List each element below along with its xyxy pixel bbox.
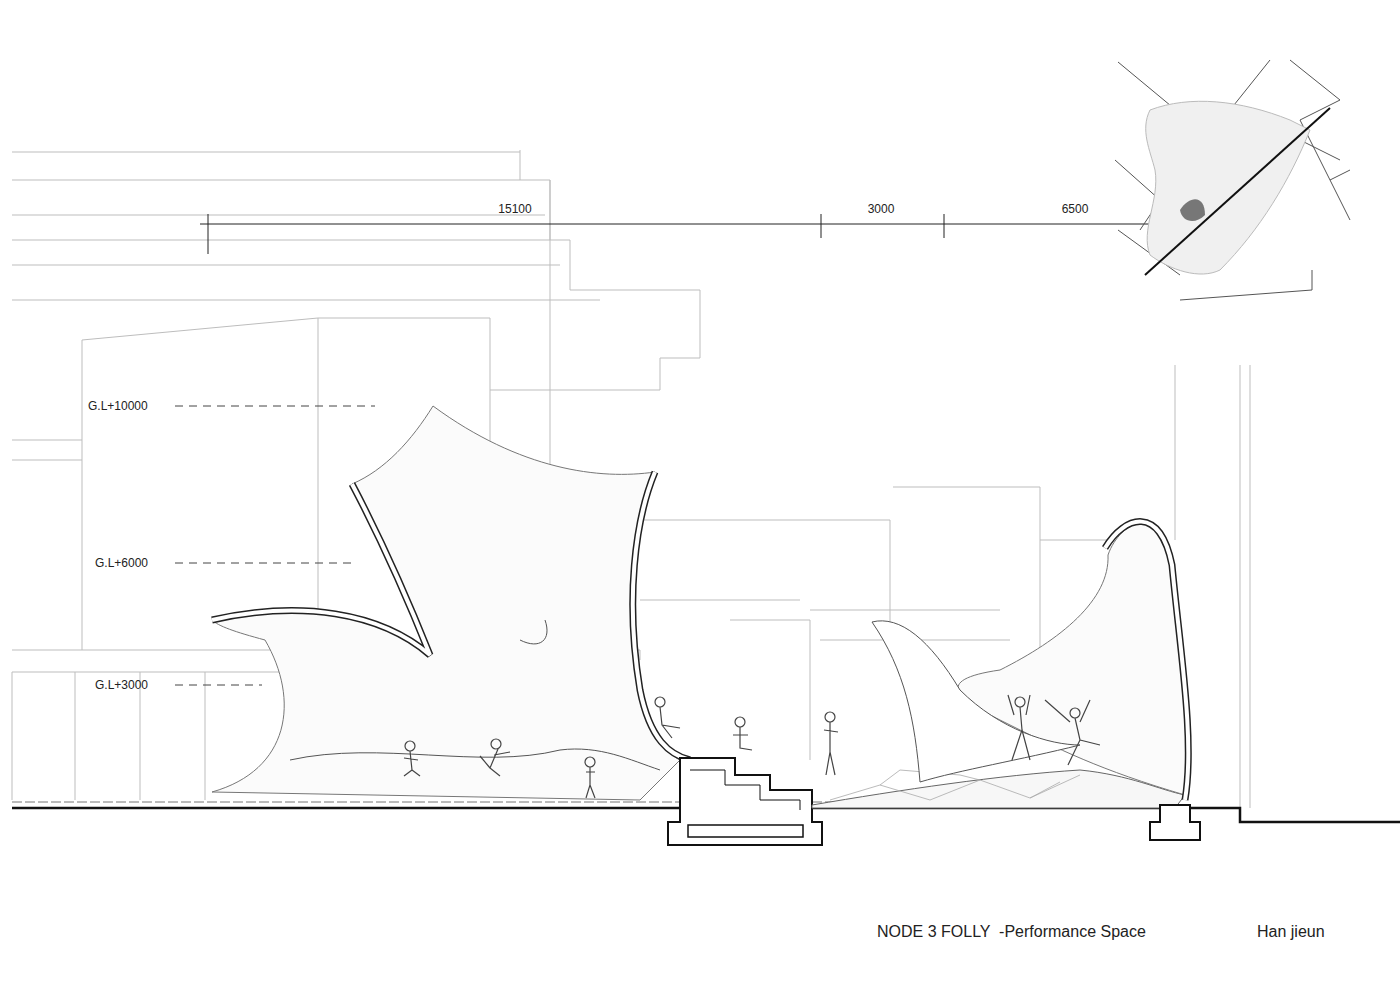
background-buildings-part [12,152,700,390]
left-shell [212,406,690,800]
right-shell-part [830,770,1080,800]
dimension-text: 6500 [1062,202,1089,216]
left-shell-part [520,620,547,644]
right-shell-part [1150,805,1200,840]
stepped-seating-part [688,825,803,837]
dimension-text: 3000 [868,202,895,216]
people-figures-part [1008,695,1030,760]
people-figures-part [404,751,420,776]
people-figures-part [733,727,752,750]
level-markers-part [175,406,375,407]
left-shell-part [290,749,660,770]
people-figures-part [585,757,595,767]
people-figures-part [660,707,680,738]
people-figures-part [491,739,501,749]
dimension-line-part [200,224,1212,225]
left-shell-part [633,472,690,760]
right-shell-part [872,621,1080,782]
background-buildings-part [12,150,600,475]
people-figures-part [1015,697,1025,707]
people-figures-part [824,722,838,775]
people-figures-part [586,767,595,798]
key-plan-part [1115,60,1350,300]
background-buildings-part [12,672,205,800]
key-plan [1115,60,1350,300]
key-plan-part [1180,199,1205,221]
dimension-line-part [944,214,945,238]
dimension-line [200,214,1212,254]
dimension-line-part [208,214,209,254]
dimension-line-part [821,214,822,238]
people-figures-part [1070,708,1080,718]
left-shell-part [212,484,430,655]
drawing-caption: NODE 3 FOLLY -Performance Space [877,923,1146,941]
dimension-text: 15100 [498,202,531,216]
right-shell-part [1105,522,1188,800]
people-figures-part [735,717,745,727]
level-markers-part [175,563,355,564]
key-plan-part [1145,108,1330,275]
right-shell-part [1105,522,1188,800]
author-name: Han jieun [1257,923,1325,941]
stepped-seating-part [668,758,822,845]
key-plan-part [1146,101,1310,274]
right-shell [812,522,1200,840]
level-label: G.L+6000 [95,556,148,570]
people-figures-part [825,712,835,722]
level-label: G.L+10000 [88,399,148,413]
people-figures-part [655,697,665,707]
stepped-seating-part [690,770,800,810]
people-figures-part [1045,700,1100,765]
level-label: G.L+3000 [95,678,148,692]
left-shell-part [212,406,680,800]
left-shell-part [212,484,430,655]
people-figures-part [480,749,510,776]
background-buildings [12,150,1250,808]
people-figures-part [405,741,415,751]
left-shell-part [633,472,690,760]
stepped-seating [668,758,822,845]
people-figures [404,695,1100,798]
level-markers-part [175,685,262,686]
